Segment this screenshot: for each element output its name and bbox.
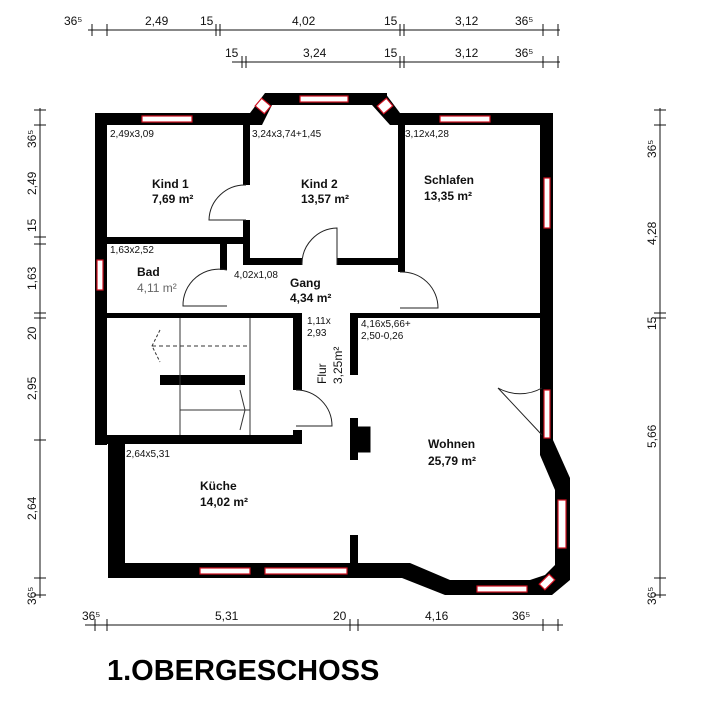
room-name: Flur	[315, 363, 329, 384]
dim-label: 3,12	[455, 14, 479, 28]
dim-label: 4,02	[292, 14, 316, 28]
dim-label: 15	[225, 46, 239, 60]
room-wohnen: 4,16x5,66+ 2,50-0,26 Wohnen 25,79 m²	[361, 319, 476, 468]
dim-label: 3,24	[303, 46, 327, 60]
room-flur: 1,11x 2,93 Flur 3,25m²	[307, 316, 345, 384]
room-bad: 1,63x2,52 Bad 4,11 m²	[110, 245, 177, 295]
dim-label: 36⁵	[645, 140, 659, 158]
dim-label: 2,49	[145, 14, 169, 28]
room-name: Schlafen	[424, 173, 474, 187]
windows	[96, 95, 567, 593]
room-size: 1,63x2,52	[110, 245, 154, 256]
dim-label: 20	[333, 609, 347, 623]
dim-label: 15	[384, 46, 398, 60]
room-name: Küche	[200, 479, 237, 493]
dim-label: 36⁵	[64, 14, 82, 28]
dim-label: 36⁵	[25, 587, 39, 605]
room-area: 14,02 m²	[200, 495, 248, 509]
dimension-lines	[34, 24, 666, 631]
room-size: 2,93	[307, 328, 327, 339]
room-size: 4,02x1,08	[234, 270, 278, 281]
staircase	[151, 318, 251, 435]
room-size: 2,50-0,26	[361, 331, 404, 342]
dim-label: 15	[25, 218, 39, 232]
room-area: 13,57 m²	[301, 192, 349, 206]
dims-right: 36⁵ 4,28 15 5,66 36⁵	[645, 140, 659, 605]
room-kind1: 2,49x3,09 Kind 1 7,69 m²	[110, 129, 193, 206]
doors	[182, 184, 543, 436]
dim-label: 3,12	[455, 46, 479, 60]
room-name: Bad	[137, 265, 160, 279]
dims-left: 36⁵ 2,49 15 1,63 20 2,95 2,64 36⁵	[25, 130, 39, 605]
room-name: Wohnen	[428, 437, 475, 451]
room-area: 13,35 m²	[424, 189, 472, 203]
room-area: 7,69 m²	[152, 192, 193, 206]
dim-label: 4,28	[645, 221, 659, 245]
dim-label: 36⁵	[512, 609, 530, 623]
room-size: 3,12x4,28	[405, 129, 449, 140]
room-kind2: 3,24x3,74+1,45 Kind 2 13,57 m²	[252, 129, 349, 206]
room-name: Kind 1	[152, 177, 189, 191]
dim-label: 36⁵	[25, 130, 39, 148]
floor-title: 1.OBERGESCHOSS	[107, 655, 380, 687]
room-size: 2,64x5,31	[126, 449, 170, 460]
room-area: 4,11 m²	[137, 281, 177, 295]
room-size: 4,16x5,66+	[361, 319, 411, 330]
dim-label: 5,66	[645, 424, 659, 448]
dim-label: 2,64	[25, 496, 39, 520]
room-area: 25,79 m²	[428, 454, 476, 468]
dim-label: 5,31	[215, 609, 239, 623]
dim-label: 20	[25, 326, 39, 340]
dims-top-row-1: 36⁵ 2,49 15 4,02 15 3,12 36⁵	[64, 14, 533, 28]
dim-label: 2,95	[25, 376, 39, 400]
room-area: 3,25m²	[331, 347, 345, 384]
dims-bottom: 36⁵ 5,31 20 4,16 36⁵	[82, 609, 530, 623]
room-size: 2,49x3,09	[110, 129, 154, 140]
room-gang: 4,02x1,08 Gang 4,34 m²	[234, 270, 331, 305]
dim-label: 36⁵	[82, 609, 100, 623]
dim-label: 4,16	[425, 609, 449, 623]
room-kueche: 2,64x5,31 Küche 14,02 m²	[126, 449, 248, 509]
dim-label: 2,49	[25, 171, 39, 195]
room-size: 1,11x	[307, 316, 331, 327]
room-name: Gang	[290, 276, 321, 290]
walls	[95, 93, 570, 595]
room-area: 4,34 m²	[290, 291, 331, 305]
dim-label: 15	[384, 14, 398, 28]
dim-label: 15	[645, 316, 659, 330]
dims-top-row-2: 15 3,24 15 3,12 36⁵	[225, 46, 533, 60]
room-size: 3,24x3,74+1,45	[252, 129, 322, 140]
dim-label: 36⁵	[515, 14, 533, 28]
dim-label: 36⁵	[515, 46, 533, 60]
room-name: Kind 2	[301, 177, 338, 191]
room-schlafen: 3,12x4,28 Schlafen 13,35 m²	[405, 129, 474, 203]
dim-label: 36⁵	[645, 587, 659, 605]
dim-label: 15	[200, 14, 214, 28]
dim-label: 1,63	[25, 266, 39, 290]
